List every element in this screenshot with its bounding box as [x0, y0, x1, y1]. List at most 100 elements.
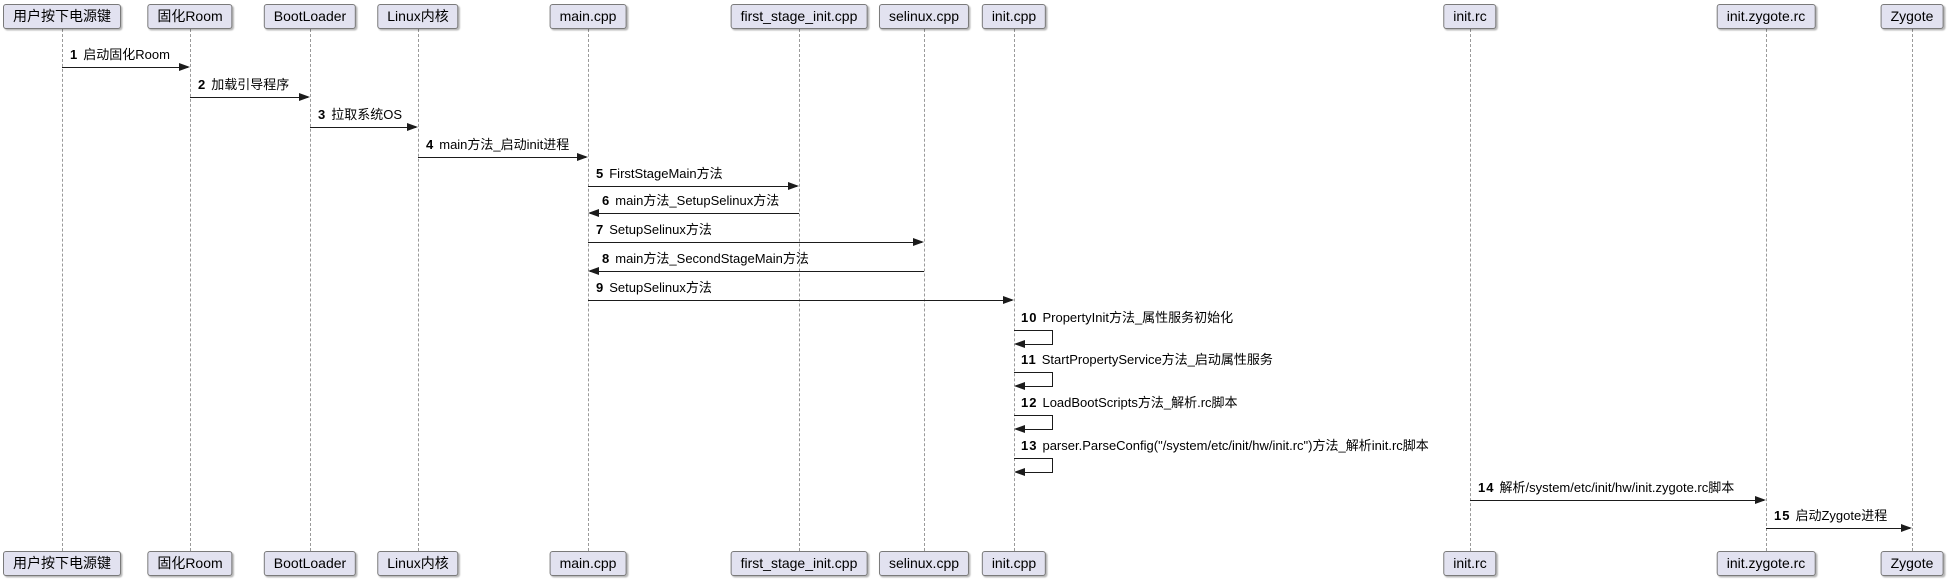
participant-box-selinux_cpp: selinux.cpp	[878, 4, 970, 29]
message-9-line	[588, 300, 1012, 301]
message-5-line	[588, 186, 797, 187]
participant-box-zygote: Zygote	[1880, 4, 1944, 29]
message-7-arrowhead-icon	[913, 238, 924, 246]
message-8-label: 8 main方法_SecondStageMain方法	[602, 251, 809, 267]
message-2-number: 2	[198, 77, 207, 92]
message-5-arrowhead-icon	[788, 182, 799, 190]
message-5-number: 5	[596, 166, 605, 181]
lifeline-main_cpp	[587, 29, 589, 551]
message-12-text: LoadBootScripts方法_解析.rc脚本	[1042, 395, 1238, 410]
message-3-number: 3	[318, 107, 327, 122]
message-4-line	[418, 157, 586, 158]
participant-footer-box-main_cpp: main.cpp	[549, 551, 627, 576]
message-13-line-top	[1014, 458, 1052, 459]
message-4-arrowhead-icon	[577, 153, 588, 161]
message-8-number: 8	[602, 251, 611, 266]
message-10-line-top	[1014, 330, 1052, 331]
message-14-text: 解析/system/etc/init/hw/init.zygote.rc脚本	[1499, 480, 1735, 495]
message-13-label: 13 parser.ParseConfig("/system/etc/init/h…	[1021, 438, 1429, 454]
message-12-line-bottom	[1024, 429, 1053, 430]
participant-box-init_cpp: init.cpp	[981, 4, 1047, 29]
lifeline-init_zygote_rc	[1765, 29, 1767, 551]
message-11-arrowhead-icon	[1014, 382, 1025, 390]
participant-footer-box-kernel: Linux内核	[377, 551, 459, 576]
message-13-line-bottom	[1024, 472, 1053, 473]
message-10-line-bottom	[1024, 344, 1053, 345]
message-8-line	[590, 271, 924, 272]
message-3-label: 3 拉取系统OS	[318, 107, 402, 123]
message-10-line-right	[1052, 330, 1053, 344]
message-7-text: SetupSelinux方法	[609, 222, 712, 237]
participant-footer-box-selinux_cpp: selinux.cpp	[878, 551, 970, 576]
message-11-text: StartPropertyService方法_启动属性服务	[1041, 352, 1273, 367]
message-9-text: SetupSelinux方法	[609, 280, 712, 295]
message-8-text: main方法_SecondStageMain方法	[615, 251, 809, 266]
participant-footer-box-bootloader: BootLoader	[263, 551, 357, 576]
message-13-number: 13	[1021, 438, 1038, 453]
message-15-label: 15 启动Zygote进程	[1774, 508, 1887, 524]
participant-footer-box-rom: 固化Room	[147, 551, 233, 576]
message-6-arrowhead-icon	[588, 209, 599, 217]
participant-box-rom: 固化Room	[147, 4, 233, 29]
message-4-text: main方法_启动init进程	[439, 137, 570, 152]
participant-footer-box-init_zygote_rc: init.zygote.rc	[1716, 551, 1816, 576]
message-7-line	[588, 242, 922, 243]
message-3-arrowhead-icon	[407, 123, 418, 131]
lifeline-rom	[189, 29, 191, 551]
message-11-label: 11 StartPropertyService方法_启动属性服务	[1021, 352, 1273, 368]
message-3-line	[310, 127, 416, 128]
message-13-text: parser.ParseConfig("/system/etc/init/hw/…	[1042, 438, 1429, 453]
message-14-arrowhead-icon	[1755, 496, 1766, 504]
participant-box-bootloader: BootLoader	[263, 4, 357, 29]
message-10-number: 10	[1021, 310, 1038, 325]
message-9-arrowhead-icon	[1003, 296, 1014, 304]
message-3-text: 拉取系统OS	[331, 107, 403, 122]
lifeline-kernel	[417, 29, 419, 551]
participant-footer-box-first_stage_init_cpp: first_stage_init.cpp	[730, 551, 868, 576]
message-11-number: 11	[1021, 352, 1037, 367]
message-2-label: 2 加载引导程序	[198, 77, 289, 93]
message-14-number: 14	[1478, 480, 1495, 495]
message-9-label: 9 SetupSelinux方法	[596, 280, 712, 296]
participant-box-init_zygote_rc: init.zygote.rc	[1716, 4, 1816, 29]
message-2-text: 加载引导程序	[211, 77, 290, 92]
message-2-line	[190, 97, 308, 98]
message-8-arrowhead-icon	[588, 267, 599, 275]
message-15-line	[1766, 528, 1910, 529]
participant-footer-box-init_rc: init.rc	[1443, 551, 1497, 576]
message-1-arrowhead-icon	[179, 63, 190, 71]
message-15-text: 启动Zygote进程	[1795, 508, 1888, 523]
message-1-line	[62, 67, 188, 68]
message-9-number: 9	[596, 280, 605, 295]
message-4-label: 4 main方法_启动init进程	[426, 137, 569, 153]
message-4-number: 4	[426, 137, 435, 152]
message-15-arrowhead-icon	[1901, 524, 1912, 532]
lifeline-first_stage_init_cpp	[798, 29, 800, 551]
lifeline-init_cpp	[1013, 29, 1015, 551]
message-10-arrowhead-icon	[1014, 340, 1025, 348]
message-1-number: 1	[70, 47, 79, 62]
participant-box-first_stage_init_cpp: first_stage_init.cpp	[730, 4, 868, 29]
message-11-line-right	[1052, 372, 1053, 386]
message-12-arrowhead-icon	[1014, 425, 1025, 433]
participant-footer-box-init_cpp: init.cpp	[981, 551, 1047, 576]
participant-box-init_rc: init.rc	[1443, 4, 1497, 29]
message-15-number: 15	[1774, 508, 1791, 523]
message-14-label: 14 解析/system/etc/init/hw/init.zygote.rc脚本	[1478, 480, 1734, 496]
message-6-line	[590, 213, 799, 214]
participant-box-user: 用户按下电源键	[3, 4, 121, 29]
message-2-arrowhead-icon	[299, 93, 310, 101]
message-11-line-top	[1014, 372, 1052, 373]
message-13-line-right	[1052, 458, 1053, 472]
message-10-text: PropertyInit方法_属性服务初始化	[1042, 310, 1234, 325]
participant-footer-box-zygote: Zygote	[1880, 551, 1944, 576]
message-10-label: 10 PropertyInit方法_属性服务初始化	[1021, 310, 1233, 326]
lifeline-init_rc	[1469, 29, 1471, 551]
lifeline-bootloader	[309, 29, 311, 551]
